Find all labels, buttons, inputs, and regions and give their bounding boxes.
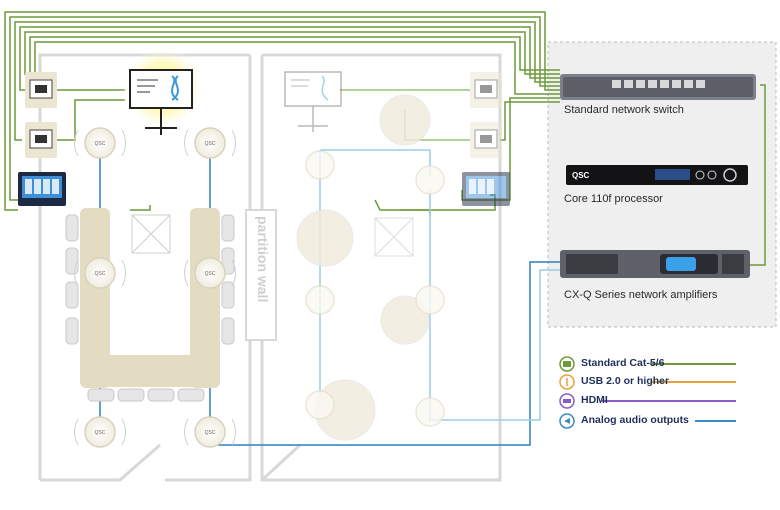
round-tables — [296, 94, 431, 441]
cx-q-amplifier — [560, 250, 750, 278]
touch-panel-right — [462, 172, 510, 206]
speaker-sound-arcs-left — [74, 129, 236, 446]
ethernet-jack-left-2 — [25, 122, 57, 158]
chairs-left — [65, 214, 235, 402]
switch-label: Standard network switch — [564, 104, 684, 116]
touch-panel-left — [18, 172, 66, 206]
speaker-brand: QSC — [95, 271, 106, 277]
conference-table — [80, 208, 220, 388]
speaker-brand: QSC — [95, 430, 106, 436]
legend-audio: Analog audio outputs — [581, 414, 689, 426]
speaker-brand: QSC — [205, 141, 216, 147]
speaker-brand: QSC — [205, 430, 216, 436]
amplifiers-label: CX-Q Series network amplifiers — [564, 289, 718, 301]
network-switch — [560, 74, 756, 100]
speaker-brand: QSC — [205, 271, 216, 277]
legend — [559, 356, 736, 429]
ethernet-jack-right-2 — [470, 122, 502, 158]
speaker-brand: QSC — [95, 141, 106, 147]
ceiling-speakers-right — [305, 150, 445, 427]
processor-label: Core 110f processor — [564, 193, 663, 205]
partition-wall-label: partition wall — [255, 216, 271, 303]
display-placeholder-right — [374, 217, 414, 257]
core-processor: QSC — [566, 165, 748, 185]
legend-cat: Standard Cat-5/6 — [581, 357, 665, 369]
legend-usb: USB 2.0 or higher — [581, 375, 670, 387]
ethernet-jack-left-1 — [25, 72, 57, 108]
partition-wall — [245, 209, 277, 341]
presentation-display-left — [129, 69, 193, 135]
processor-brand: QSC — [572, 171, 590, 180]
ethernet-jack-right-1 — [470, 72, 502, 108]
presentation-display-right — [284, 71, 342, 132]
ceiling-speakers-left — [84, 127, 226, 448]
display-placeholder-left — [131, 214, 171, 254]
legend-hdmi: HDMI — [581, 394, 608, 406]
